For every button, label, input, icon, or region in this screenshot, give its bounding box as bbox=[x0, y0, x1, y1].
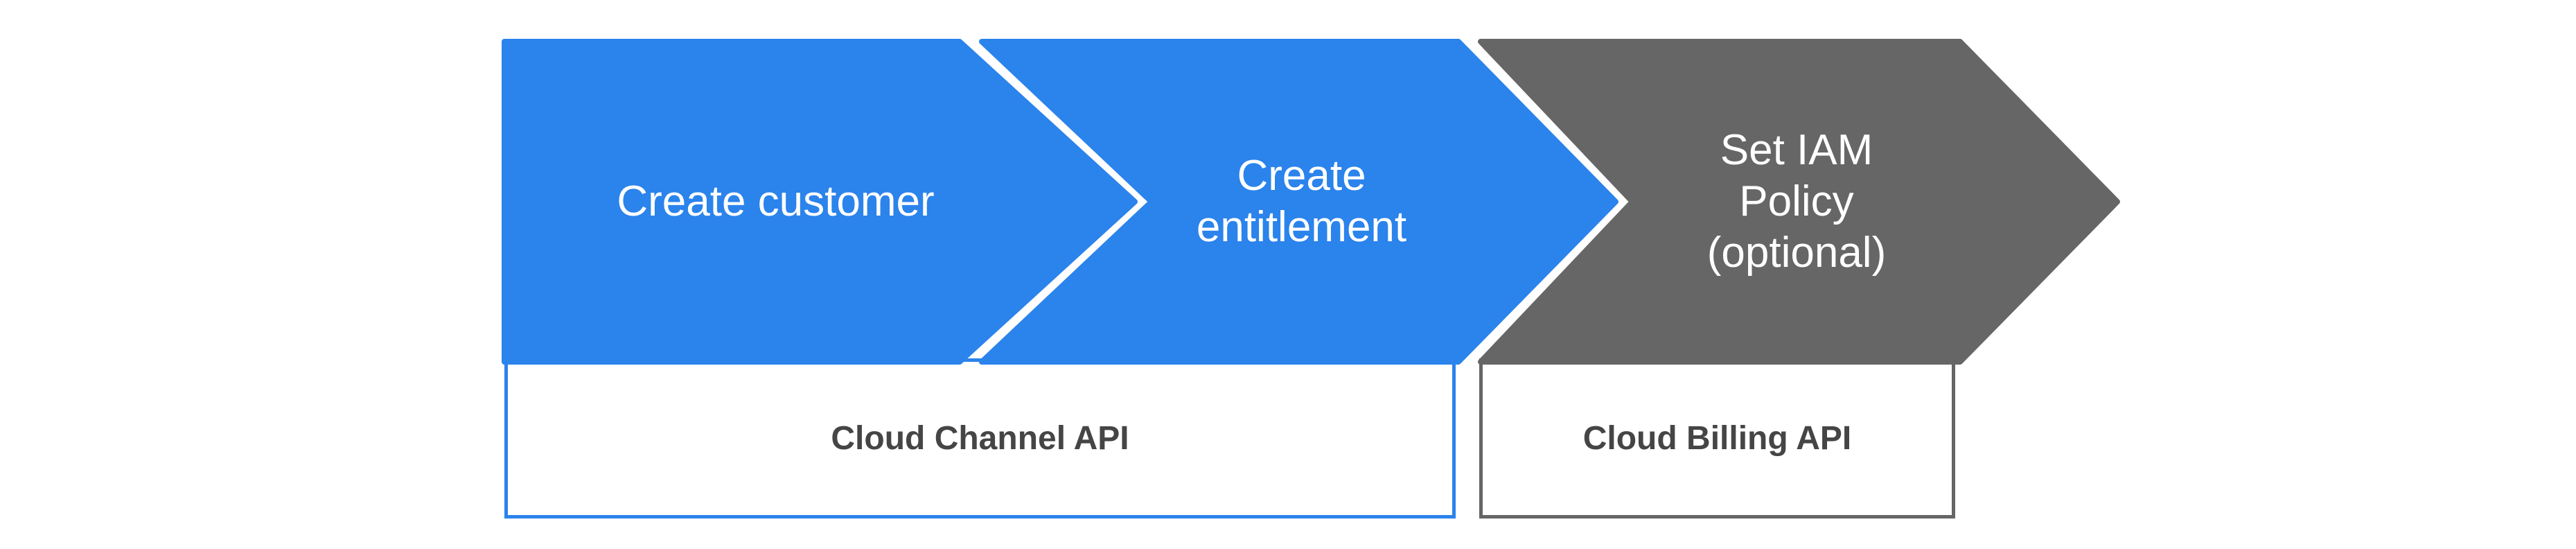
cloud-billing-api-box: Cloud Billing API bbox=[1479, 358, 1955, 518]
cloud-channel-api-box: Cloud Channel API bbox=[504, 358, 1456, 518]
chevron-create-customer bbox=[502, 39, 1138, 365]
chevron-create-entitlement bbox=[979, 39, 1618, 365]
cloud-billing-api-label: Cloud Billing API bbox=[1582, 420, 1852, 457]
chevron-set-iam-policy bbox=[1478, 39, 2120, 365]
cloud-channel-api-label: Cloud Channel API bbox=[831, 420, 1129, 457]
